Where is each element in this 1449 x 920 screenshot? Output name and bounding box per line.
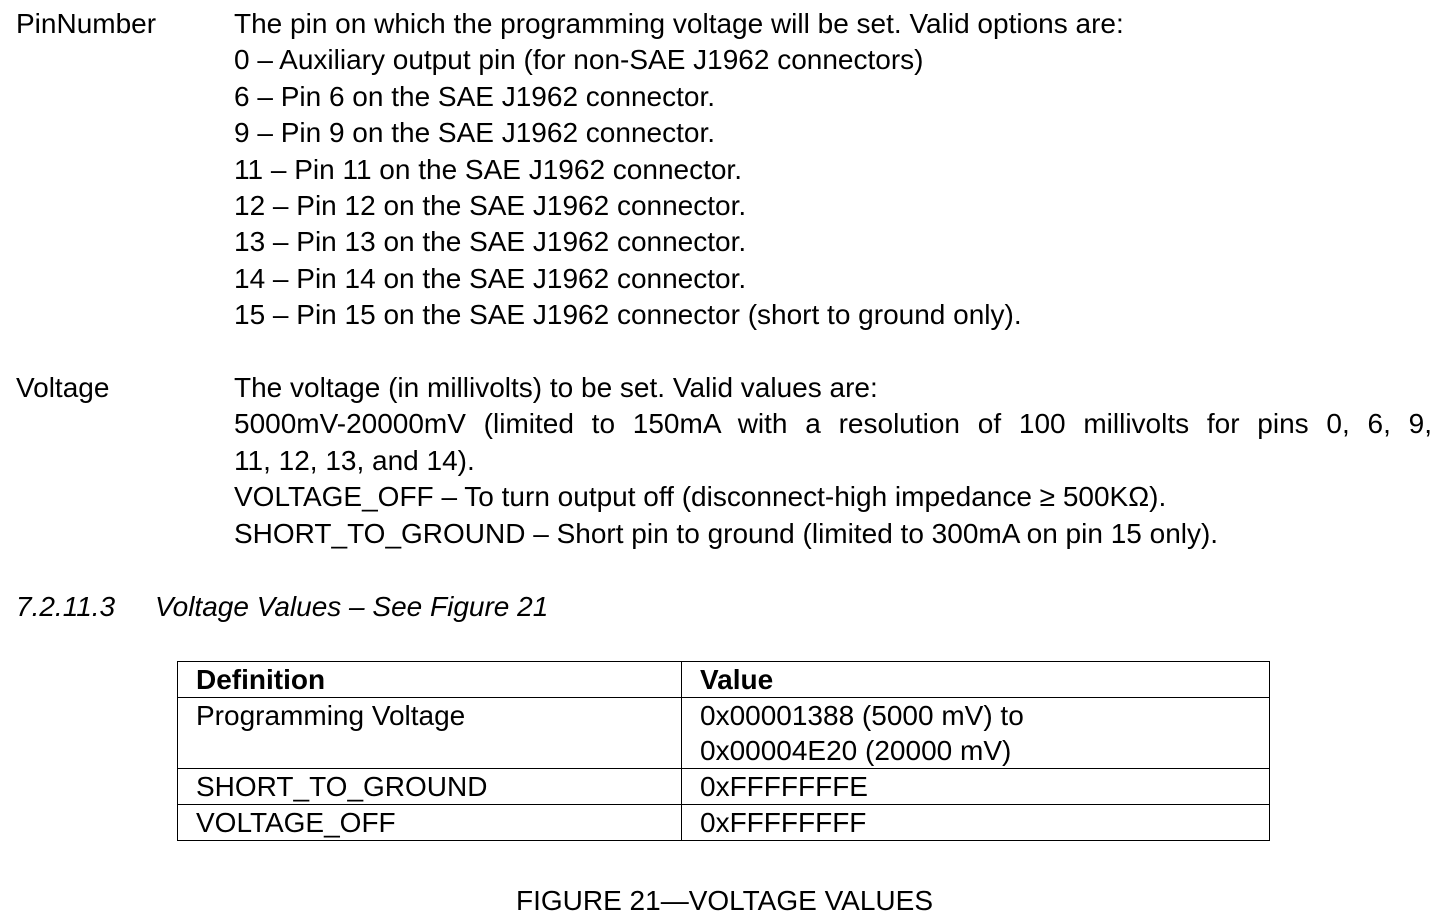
value-line: 0x00004E20 (20000 mV) bbox=[700, 735, 1012, 766]
voltage-range-line1: 5000mV-20000mV (limited to 150mA with a … bbox=[234, 408, 1432, 440]
section-number: 7.2.11.3 bbox=[16, 591, 116, 622]
column-header-value: Value bbox=[681, 661, 1270, 698]
voltage-range-line2: 11, 12, 13, and 14). bbox=[234, 444, 475, 476]
short-to-ground-option: SHORT_TO_GROUND – Short pin to ground (l… bbox=[234, 517, 1219, 549]
table-row: Programming Voltage 0x00001388 (5000 mV)… bbox=[177, 697, 1270, 769]
pin-option-9: 9 – Pin 9 on the SAE J1962 connector. bbox=[234, 117, 716, 149]
definition-cell: Programming Voltage bbox=[177, 697, 682, 769]
voltage-off-option: VOLTAGE_OFF – To turn output off (discon… bbox=[234, 481, 1167, 513]
param-description-voltage: The voltage (in millivolts) to be set. V… bbox=[234, 370, 1432, 552]
section-title: Voltage Values – See Figure 21 bbox=[155, 591, 549, 622]
pin-option-6: 6 – Pin 6 on the SAE J1962 connector. bbox=[234, 80, 716, 112]
definition-cell: VOLTAGE_OFF bbox=[177, 804, 682, 841]
pin-option-13: 13 – Pin 13 on the SAE J1962 connector. bbox=[234, 226, 747, 258]
pin-option-0: 0 – Auxiliary output pin (for non-SAE J1… bbox=[234, 44, 924, 76]
section-heading: 7.2.11.3 Voltage Values – See Figure 21 bbox=[16, 588, 548, 626]
value-line: 0x00001388 (5000 mV) to bbox=[700, 700, 1024, 731]
voltage-values-table: Definition Value Programming Voltage 0x0… bbox=[177, 661, 1270, 841]
pinnumber-intro: The pin on which the programming voltage… bbox=[234, 8, 1124, 39]
param-description-pinnumber: The pin on which the programming voltage… bbox=[234, 6, 1432, 334]
table-row: SHORT_TO_GROUND 0xFFFFFFFE bbox=[177, 768, 1270, 805]
figure-caption: FIGURE 21—VOLTAGE VALUES bbox=[515, 885, 933, 916]
voltage-intro: The voltage (in millivolts) to be set. V… bbox=[234, 372, 878, 403]
value-cell: 0xFFFFFFFF bbox=[681, 804, 1270, 841]
pin-option-12: 12 – Pin 12 on the SAE J1962 connector. bbox=[234, 189, 747, 221]
column-header-definition: Definition bbox=[177, 661, 682, 698]
value-cell: 0xFFFFFFFE bbox=[681, 768, 1270, 805]
pin-option-14: 14 – Pin 14 on the SAE J1962 connector. bbox=[234, 262, 747, 294]
pin-option-15: 15 – Pin 15 on the SAE J1962 connector (… bbox=[234, 299, 1022, 331]
pin-option-11: 11 – Pin 11 on the SAE J1962 connector. bbox=[234, 153, 742, 185]
value-cell: 0x00001388 (5000 mV) to 0x00004E20 (20000… bbox=[681, 697, 1270, 769]
table-row: VOLTAGE_OFF 0xFFFFFFFF bbox=[177, 804, 1270, 841]
table-header-row: Definition Value bbox=[177, 661, 1270, 698]
param-name-voltage: Voltage bbox=[16, 372, 110, 403]
param-name-pinnumber: PinNumber bbox=[16, 8, 157, 39]
definition-cell: SHORT_TO_GROUND bbox=[177, 768, 682, 805]
